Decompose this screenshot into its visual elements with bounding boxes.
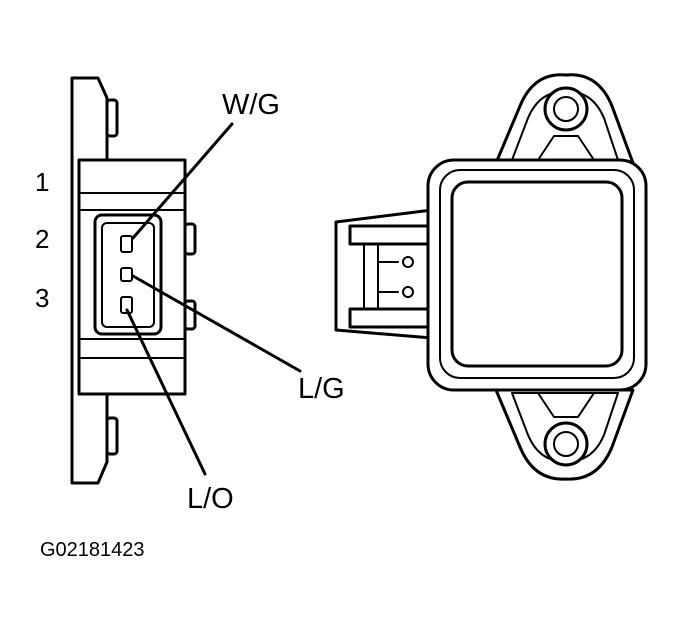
wire-color-label-w-g: W/G xyxy=(222,89,280,121)
leader-line-w-g xyxy=(131,122,234,240)
figure-code: G02181423 xyxy=(40,539,145,561)
pin-number-1: 1 xyxy=(35,167,49,197)
leader-line-l-o xyxy=(125,308,207,476)
terminal-pin-2 xyxy=(120,267,133,282)
terminal-pin-1 xyxy=(120,235,133,253)
wire-color-label-l-o: L/O xyxy=(187,483,234,515)
pin-number-3: 3 xyxy=(35,283,49,313)
leader-line-l-g xyxy=(131,274,302,373)
sensor-side-view xyxy=(70,76,197,485)
pin-number-2: 2 xyxy=(35,224,49,254)
sensor-front-view xyxy=(334,73,648,481)
terminal-pin-3 xyxy=(120,296,133,314)
wire-color-label-l-g: L/G xyxy=(298,373,345,405)
